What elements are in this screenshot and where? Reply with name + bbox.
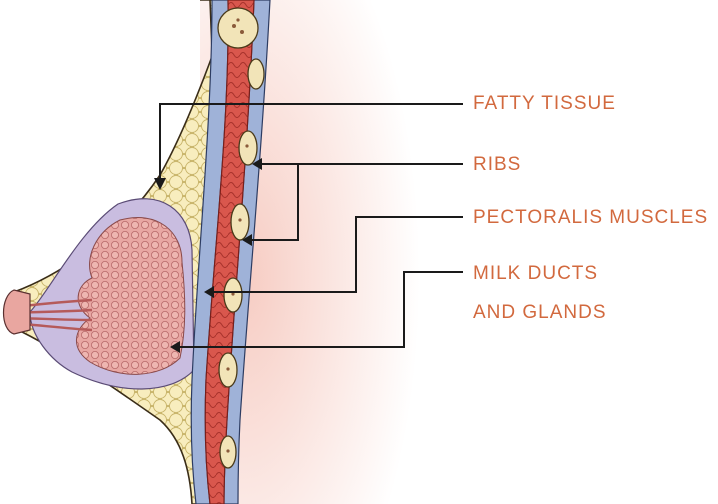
label-ribs: RIBS — [473, 154, 521, 176]
nipple — [4, 290, 31, 334]
label-fatty-tissue: FATTY TISSUE — [473, 93, 616, 115]
label-milk-ducts-line1: MILK DUCTS — [473, 263, 598, 285]
label-milk-ducts-line2: AND GLANDS — [473, 302, 607, 324]
label-pectoralis-muscles: PECTORALIS MUSCLES — [473, 207, 708, 229]
